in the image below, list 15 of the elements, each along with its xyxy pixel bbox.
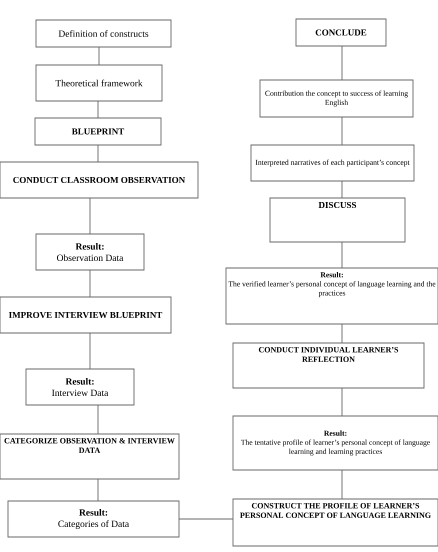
process-box: Definition of constructs [36, 20, 172, 48]
result-box: Result: Observation Data [36, 234, 144, 270]
process-box: CONCLUDE [296, 18, 386, 46]
process-box: CONDUCT INDIVIDUAL LEARNER’S REFLECTION [232, 342, 424, 388]
connector-line [178, 518, 234, 520]
result-box: Result: Categories of Data [8, 500, 180, 538]
process-box: CATEGORIZE OBSERVATION & INTERVIEW DATA [0, 434, 180, 480]
process-box: IMPROVE INTERVIEW BLUEPRINT [0, 296, 172, 334]
process-box: Theoretical framework [36, 64, 162, 102]
process-box: CONDUCT CLASSROOM OBSERVATION [0, 162, 198, 198]
process-box: DISCUSS [270, 198, 406, 242]
process-box: BLUEPRINT [34, 118, 162, 146]
connector-line [98, 46, 100, 66]
result-box: Result: Interview Data [26, 368, 134, 406]
process-box: CONSTRUCT THE PROFILE OF LEARNER’S PERSONAL CONCEPT OF LANGUAGE LEARNING [232, 498, 438, 546]
